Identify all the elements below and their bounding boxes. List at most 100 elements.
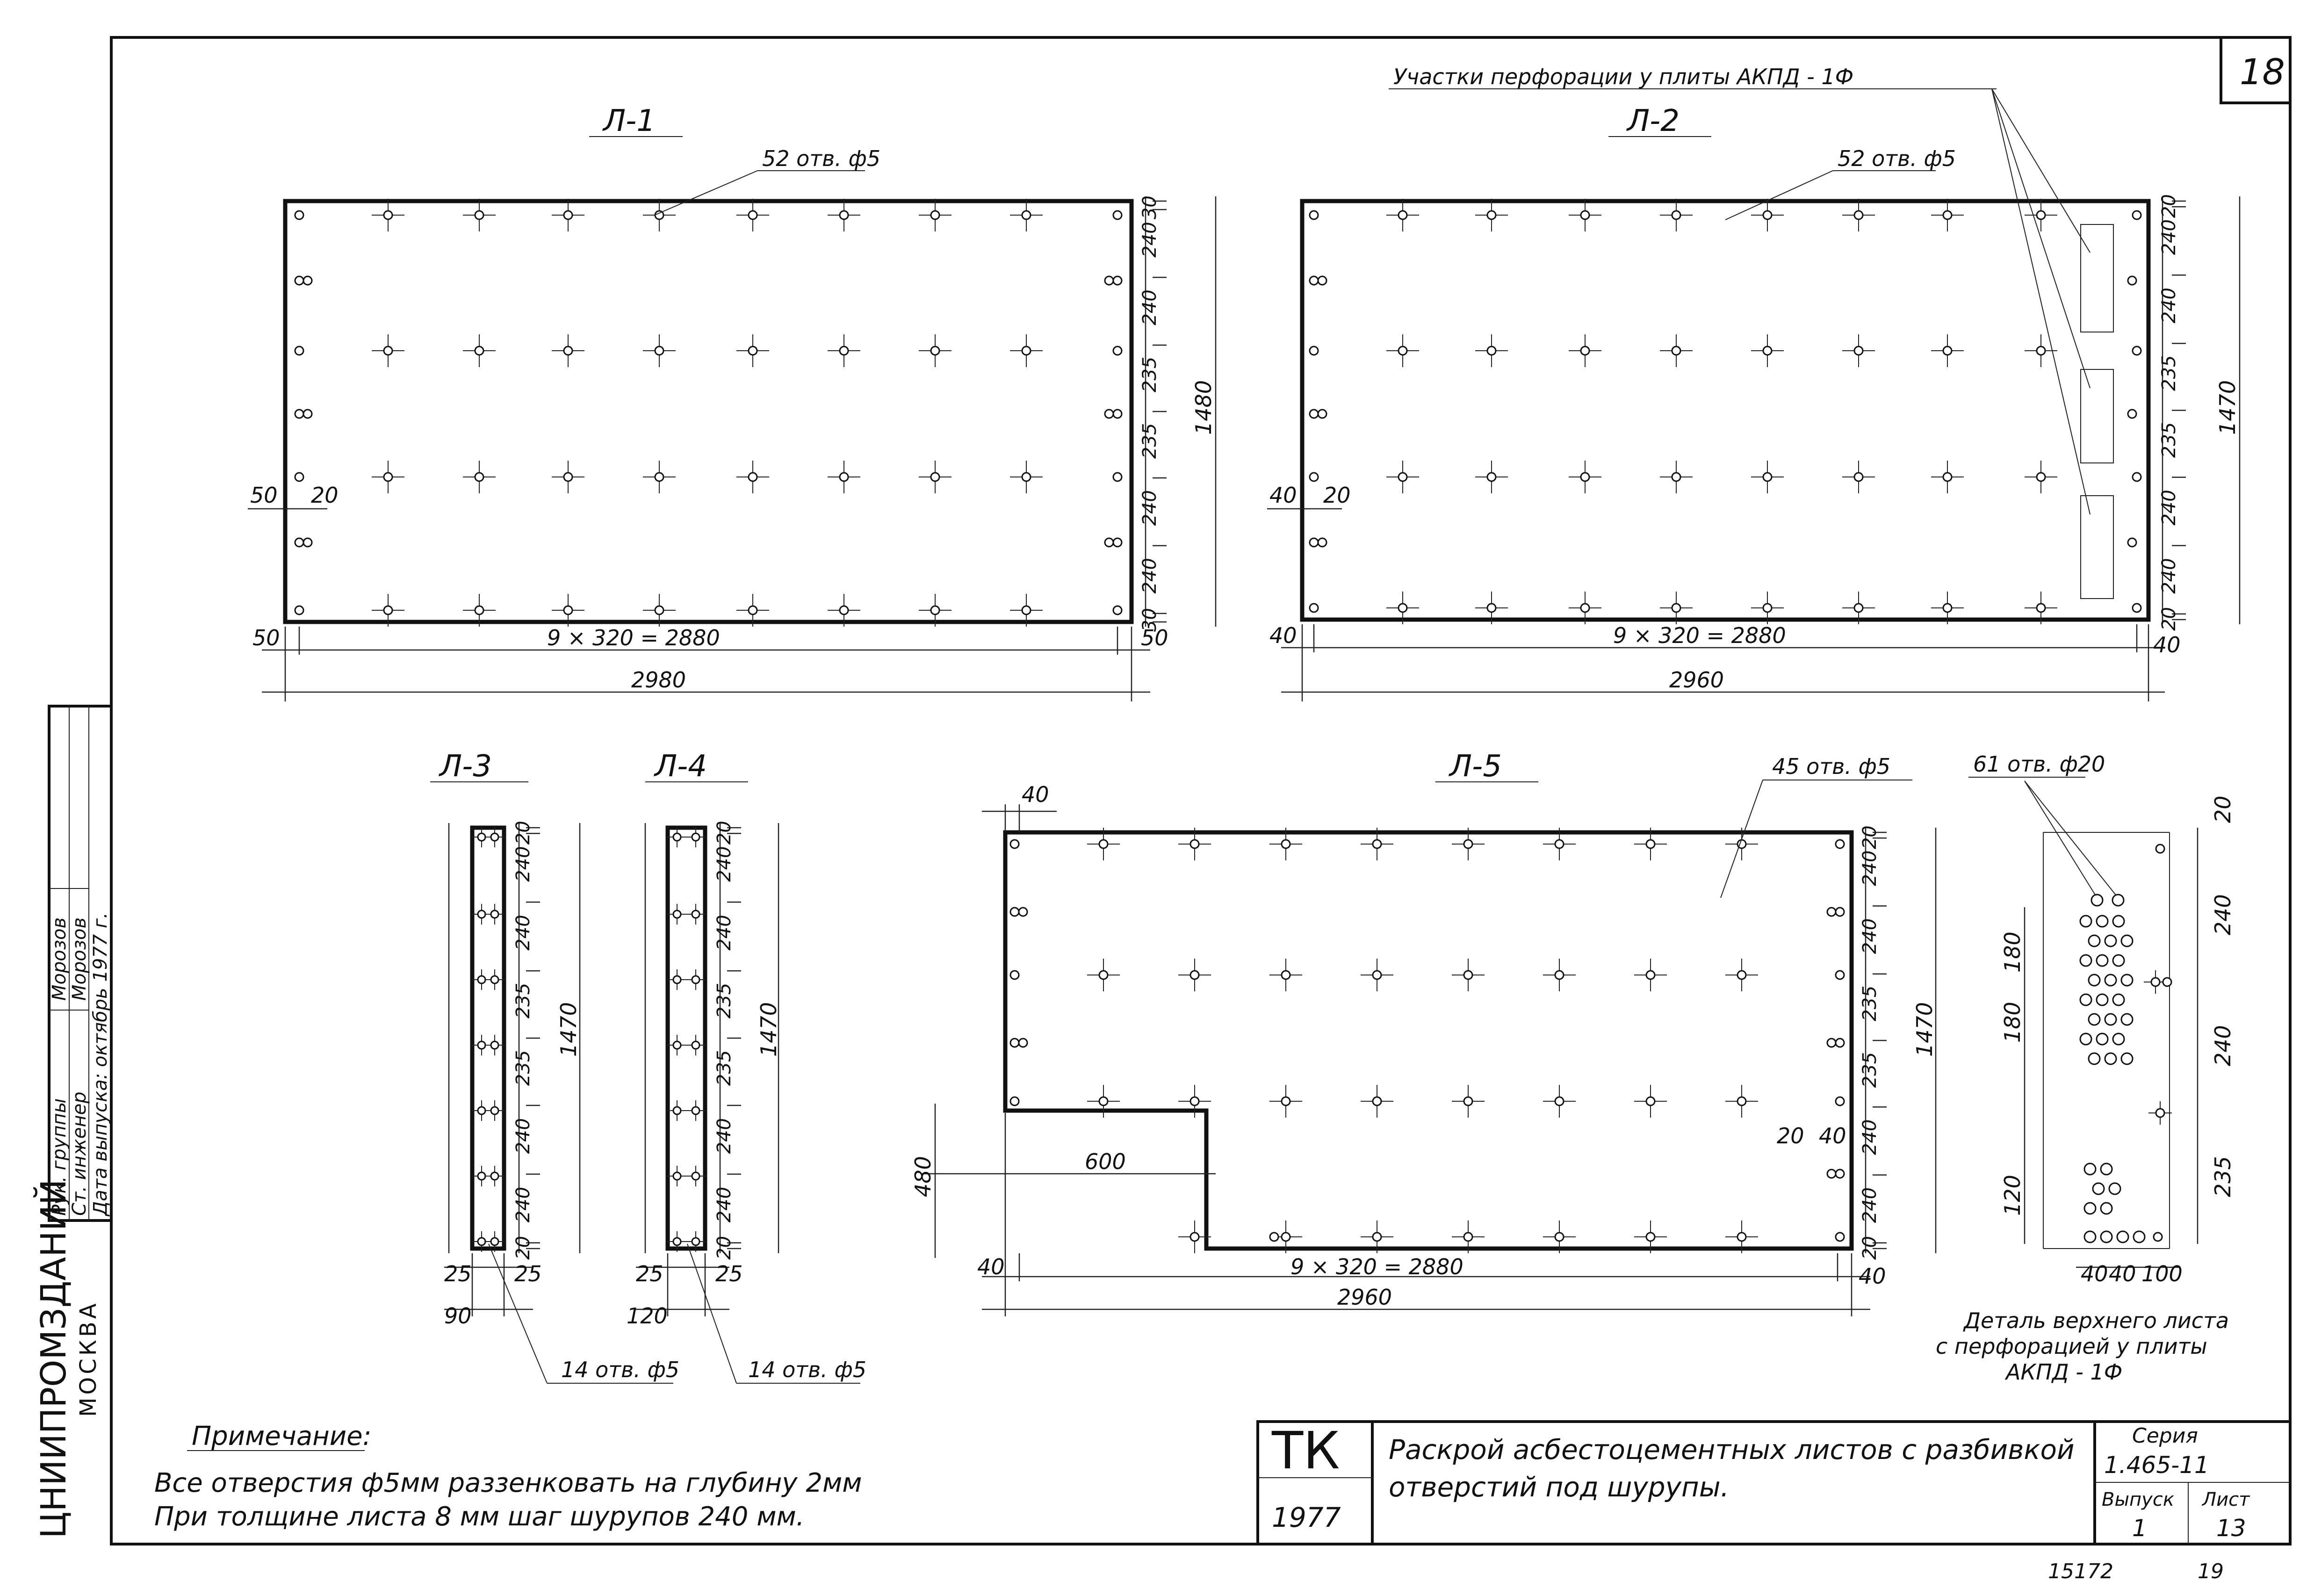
plate-l3-screw-hole	[490, 1106, 499, 1115]
plate-l2-chain-label: 240	[2158, 490, 2180, 525]
detail-perforation-hole	[2108, 1182, 2121, 1195]
detail-right-dim-4: 235	[2210, 1156, 2235, 1197]
plate-l2-screw-hole	[1309, 210, 1319, 220]
plate-l5-edge-hole	[1826, 1038, 1837, 1048]
plate-l5-title: Л-5	[1449, 749, 1502, 784]
plate-l2-screw-hole	[1942, 346, 1953, 356]
detail-perforation-hole	[2100, 1230, 2113, 1243]
plate-l1-edge-hole	[1112, 409, 1123, 419]
plate-l5-screw-hole	[1281, 970, 1291, 980]
plate-l2-screw-hole	[1580, 603, 1590, 613]
plate-l1-screw-hole	[563, 346, 573, 356]
plate-l2-screw-hole	[1853, 472, 1864, 482]
plate-l5-total: 2960	[1337, 1285, 1392, 1310]
issue-label: Выпуск	[2102, 1489, 2174, 1510]
detail-perforation-hole	[2133, 1230, 2146, 1243]
plate-l5-screw-hole	[1835, 1232, 1845, 1242]
detail-perforation-hole	[2104, 1052, 2117, 1065]
detail-perforation-hole	[2088, 1013, 2101, 1026]
plate-l2-screw-hole	[1671, 603, 1681, 613]
plate-l3-holes-label: 14 отв. ф5	[561, 1357, 679, 1382]
detail-caption-3: АКПД - 1Ф	[2004, 1359, 2122, 1385]
plate-l5-screw-hole	[1098, 970, 1109, 980]
side-stamp-name-2: Морозов	[69, 917, 90, 1001]
plate-l5-screw-hole	[1281, 1232, 1291, 1242]
plate-l1-screw-hole	[839, 472, 849, 482]
plate-l4-chain-label: 240	[714, 846, 735, 881]
plate-l5-edge-hole	[1835, 1169, 1845, 1179]
plate-l4-screw-hole	[691, 1171, 700, 1181]
plate-l2-screw-hole	[2036, 346, 2046, 356]
side-stamp-org: ЦНИИПРОМЗДАНИЙ	[33, 1179, 74, 1538]
plate-l1-screw-hole	[748, 346, 758, 356]
plate-l1-screw-hole	[1112, 605, 1123, 615]
plate-l1-holes	[294, 199, 1123, 627]
plate-l5-screw-hole	[1645, 839, 1656, 849]
plate-l1-screw-hole	[1112, 346, 1123, 356]
plate-l3-screw-hole	[477, 832, 486, 842]
plate-l4-title: Л-4	[654, 749, 707, 784]
page-number-box	[2220, 36, 2292, 104]
detail-screw-hole	[2155, 1108, 2165, 1118]
plate-l5-screw-hole	[1463, 970, 1473, 980]
plate-l1-screw-hole	[839, 210, 849, 220]
plate-l1-screw-hole	[654, 472, 664, 482]
plate-l1-screw-hole	[930, 210, 940, 220]
plate-l1-screw-hole	[930, 605, 940, 615]
detail-left-dim-3: 120	[2000, 1175, 2025, 1216]
note-heading: Примечание:	[192, 1421, 371, 1452]
plate-l5-screw-hole	[1645, 970, 1656, 980]
plate-l5-screw-hole	[1737, 1096, 1747, 1106]
side-stamp-city: МОСКВА	[75, 1300, 101, 1417]
plate-l4-screw-hole	[672, 975, 682, 984]
plate-l1-edge-hole	[303, 409, 313, 419]
plate-l2-screw-hole	[2132, 210, 2142, 220]
plate-l2-screw-hole	[2132, 346, 2142, 356]
plate-l1-screw-hole	[654, 346, 664, 356]
plate-l5-edge-hole	[1826, 907, 1837, 917]
plate-l5-holes	[1009, 828, 1845, 1253]
plate-l1-screw-hole	[383, 605, 393, 615]
plate-l1-edge-inner: 20	[311, 483, 339, 508]
plate-l4-holes-label: 14 отв. ф5	[748, 1357, 866, 1382]
plate-l5-inner-dim-1: 20	[1777, 1123, 1804, 1148]
side-stamp-box	[48, 705, 113, 1222]
detail-perforation-hole	[2083, 1202, 2097, 1215]
plate-l1-screw-hole	[383, 210, 393, 220]
detail-bottom-dim-3: 100	[2141, 1261, 2183, 1286]
plate-l1-bottom-chain: 9 × 320 = 2880	[547, 625, 720, 650]
detail-right-dim-1: 20	[2210, 795, 2235, 823]
plate-l5-screw-hole	[1835, 1096, 1845, 1106]
plate-l5-chain-label: 240	[1859, 1119, 1881, 1155]
plate-l2-chain-label: 235	[2158, 355, 2180, 391]
detail-screw-hole	[2153, 1232, 2163, 1242]
detail-caption-2: с перфорацией у плиты	[1936, 1334, 2207, 1359]
plate-l5-edge-hole	[1835, 1038, 1845, 1048]
detail-holes-label: 61 отв. ф20	[1973, 751, 2105, 777]
plate-l5-screw-hole	[1372, 1232, 1382, 1242]
note: Примечание: Все отверстия ф5мм раззенков…	[154, 1421, 862, 1532]
plate-l1-chain-label: 240	[1139, 490, 1161, 526]
series-value: 1.465-11	[2104, 1452, 2209, 1479]
plate-l1-edge-hole	[1104, 409, 1114, 419]
plate-l1-screw-hole	[563, 472, 573, 482]
detail-perforation-hole	[2092, 1182, 2105, 1195]
plate-l5-left-offset: 40	[977, 1254, 1005, 1279]
detail-bottom-dim-1: 40	[2081, 1261, 2108, 1286]
plate-l5-height: 1470	[1912, 1002, 1937, 1057]
plate-l1-screw-hole	[748, 210, 758, 220]
plate-l5-screw-hole	[1463, 1096, 1473, 1106]
detail-perforation-hole	[2120, 1052, 2134, 1065]
detail-perforation-hole	[2104, 934, 2117, 947]
plate-l5-screw-hole	[1554, 1096, 1564, 1106]
detail-holes	[2079, 844, 2172, 1243]
plate-l5-holes-label: 45 отв. ф5	[1772, 754, 1890, 779]
plate-l1-left-offset: 50	[252, 625, 280, 650]
plate-l3-chain-label: 240	[512, 915, 534, 950]
plate-l4-screw-hole	[672, 1237, 682, 1246]
plate-l1-edge-hole	[1104, 275, 1114, 286]
plate-l1-screw-hole	[1021, 605, 1031, 615]
plate-l2-right-offset: 40	[2153, 632, 2181, 657]
plate-l2-perforation-label: Участки перфорации у плиты АКПД - 1Ф	[1393, 64, 1853, 89]
